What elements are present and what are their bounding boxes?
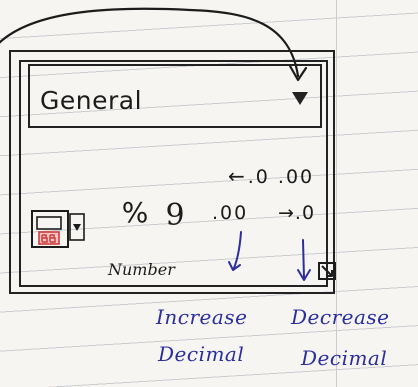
decimal-two-places[interactable]: .00 — [212, 202, 249, 224]
decrease-annotation-arrow — [302, 239, 305, 279]
increase-decimal-digits: .0 .00 — [247, 166, 315, 188]
number-group-label: Number — [108, 260, 175, 279]
decrease-annotation-line2: Decimal — [301, 346, 388, 370]
increase-decimal-button[interactable]: ←.0 .00 — [228, 164, 328, 198]
dropdown-arrow-icon[interactable] — [292, 92, 308, 105]
notebook-margin-line — [336, 0, 337, 387]
decrease-decimal-digits: .0 — [294, 202, 316, 224]
decrease-annotation-line1: Decrease — [291, 305, 390, 329]
increase-annotation-line1: Increase — [156, 305, 248, 329]
left-arrow-icon: ← — [228, 164, 247, 188]
accounting-format-icon — [31, 210, 85, 248]
increase-annotation-arrow — [233, 231, 242, 269]
comma-style-button[interactable]: 9 — [165, 198, 185, 233]
decrease-decimal-button[interactable]: →.0 — [278, 202, 338, 232]
curved-arrow-icon — [0, 7, 308, 82]
number-dialog-launcher[interactable] — [318, 262, 336, 280]
number-group-panel — [19, 60, 328, 287]
increase-annotation-line2: Decimal — [158, 342, 245, 366]
right-arrow-icon: → — [278, 202, 295, 224]
number-format-dropdown[interactable]: General — [28, 64, 322, 128]
accounting-format-button[interactable] — [30, 208, 88, 250]
dialog-launcher-icon — [318, 262, 336, 280]
number-format-value: General — [40, 86, 143, 115]
outer-frame — [9, 50, 335, 294]
percent-style-button[interactable]: % — [121, 196, 149, 229]
